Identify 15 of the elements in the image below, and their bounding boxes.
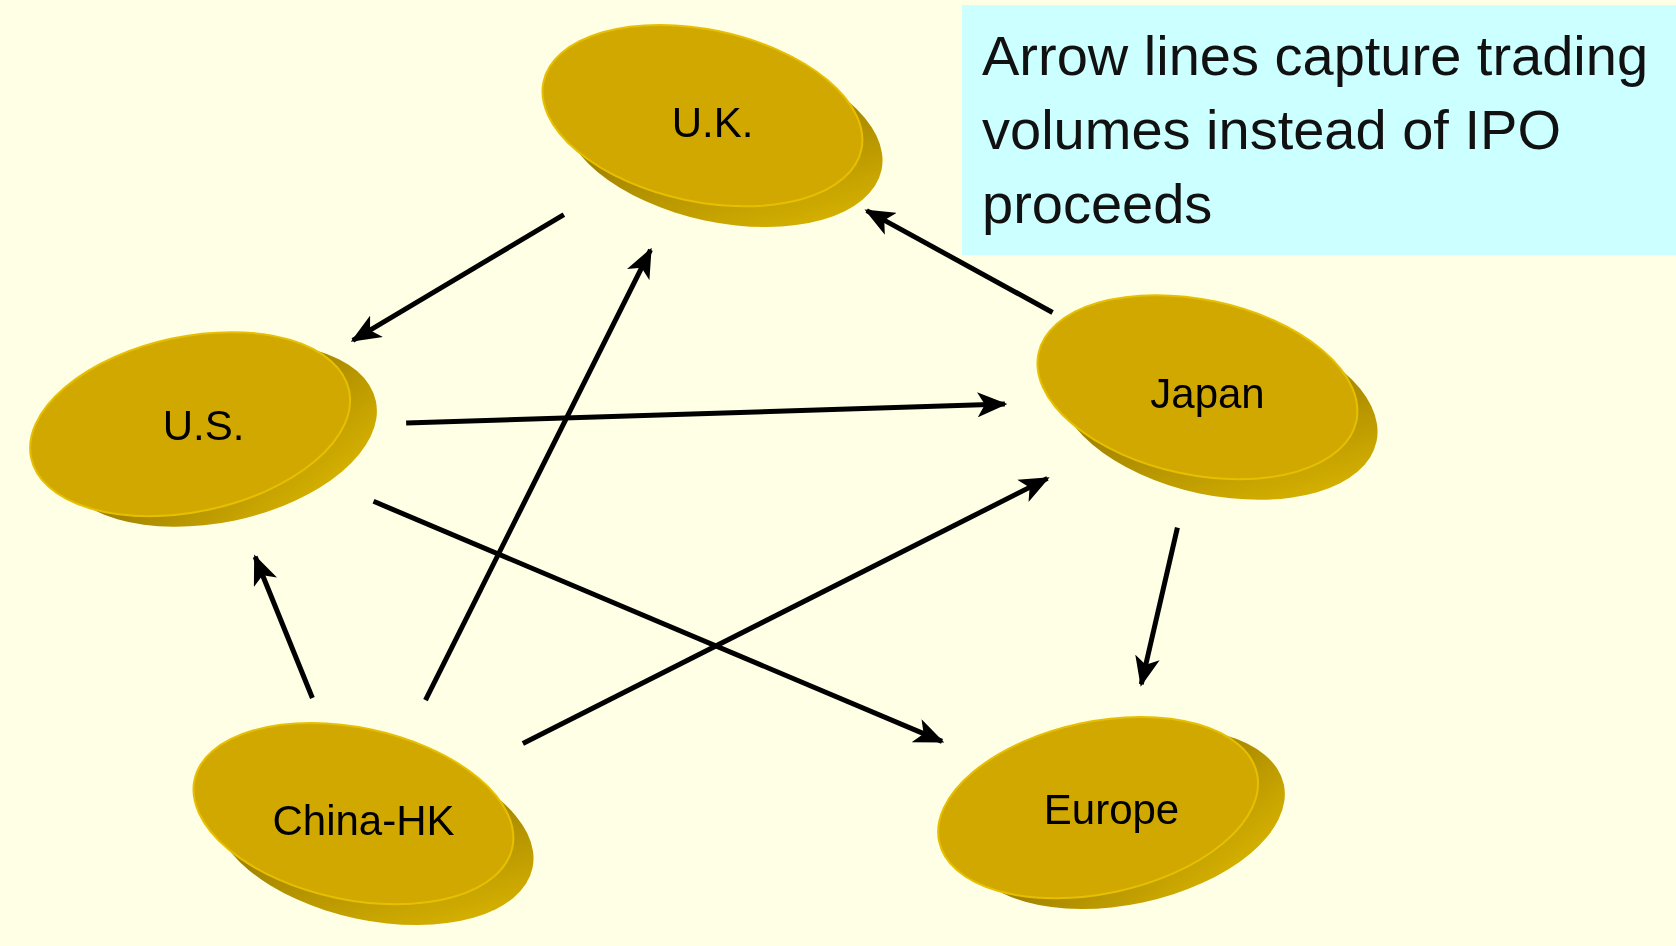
- market-label: Europe: [1043, 784, 1180, 835]
- arrow: [372, 499, 945, 744]
- arrow: [521, 476, 1050, 746]
- arrow: [350, 212, 566, 343]
- market-label: U.K.: [671, 97, 754, 148]
- arrow: [406, 392, 1008, 426]
- arrow: [423, 247, 653, 702]
- arrow: [1135, 527, 1180, 687]
- note-box: [962, 5, 1676, 255]
- market-label: U.S.: [162, 401, 245, 451]
- market-label: Japan: [1150, 369, 1265, 419]
- market-label: China-HK: [272, 795, 455, 846]
- note-text: Arrow lines capture trading volumes instead of IPO proceeds: [982, 23, 1650, 237]
- arrow: [864, 208, 1054, 315]
- arrow: [252, 554, 315, 699]
